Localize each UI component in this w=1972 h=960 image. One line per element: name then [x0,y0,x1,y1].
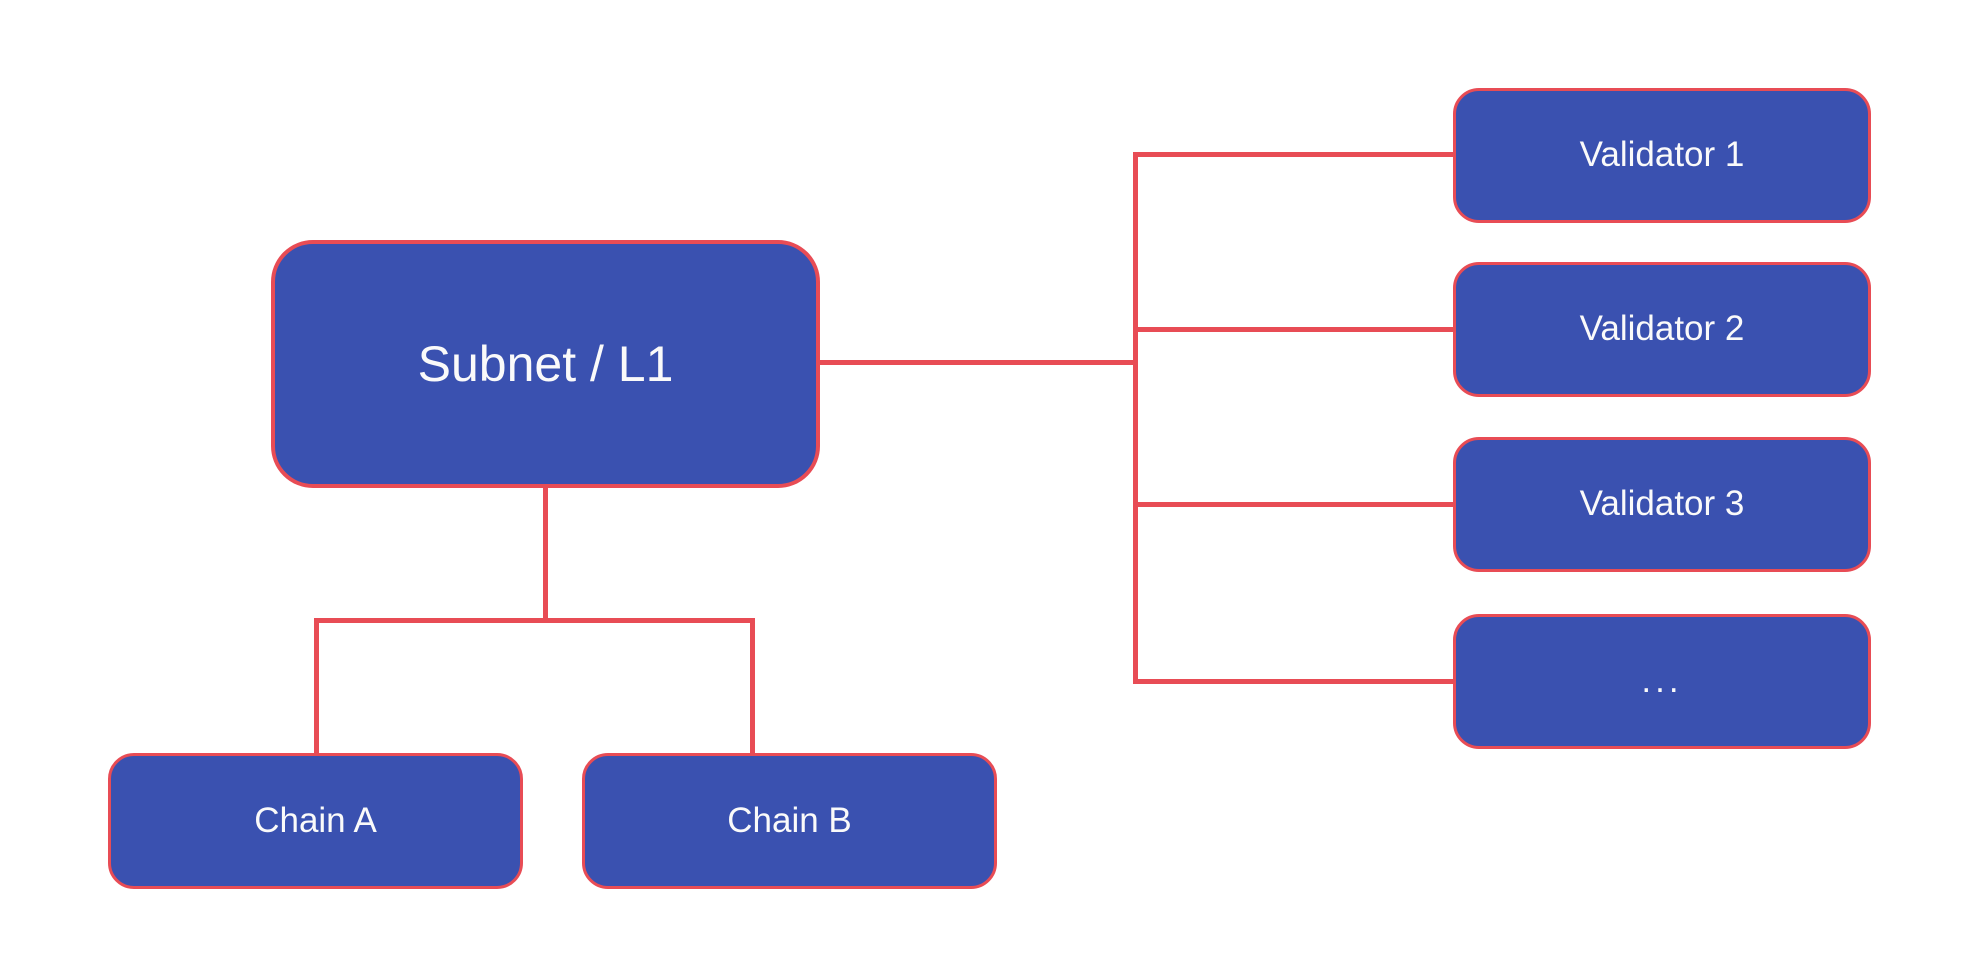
connector-validator-2 [1136,327,1456,332]
connector-subnet-to-trunk [816,360,1138,365]
validator-trunk-line [1133,152,1138,684]
connector-validator-more [1136,679,1456,684]
connector-validator-1 [1136,152,1456,157]
validator-2-node: Validator 2 [1453,262,1871,397]
connector-validator-3 [1136,502,1456,507]
chain-b-node: Chain B [582,753,997,889]
connector-chain-a [314,620,319,755]
subnet-l1-node: Subnet / L1 [271,240,820,488]
chain-a-node: Chain A [108,753,523,889]
chain-t-junction-line [314,618,755,623]
connector-subnet-down [543,486,548,620]
validator-1-node: Validator 1 [1453,88,1871,223]
connector-chain-b [750,620,755,755]
validator-more-node: ... [1453,614,1871,749]
validator-3-node: Validator 3 [1453,437,1871,572]
